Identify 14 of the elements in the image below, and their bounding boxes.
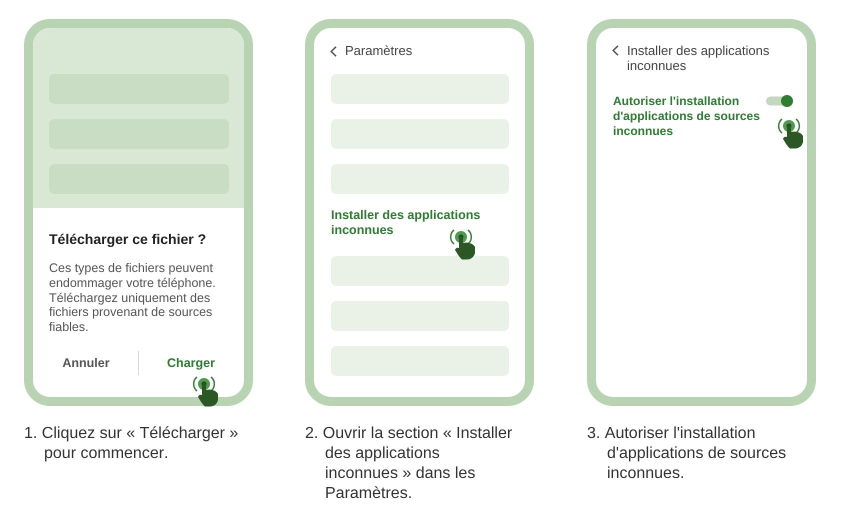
step-caption: 2. Ouvrir la section « Installer des applications inconnues » dans les Paramètres.	[305, 424, 514, 504]
phone-mockup	[305, 19, 534, 406]
setting-label: Autoriser l'installation d'applications de sources inconnues	[613, 94, 761, 139]
dialog-message: Ces types de fichiers peuvent endommager votre téléphone. Téléchargez uniquement des fichiers provenant de sources fiables.	[49, 261, 217, 335]
screen-title: Installer des applications inconnues	[627, 43, 770, 73]
cancel-button: Annuler	[54, 355, 118, 371]
step-caption: 3. Autoriser l'installation d'applications de sources inconnues.	[587, 424, 788, 484]
confirm-button: Charger	[159, 355, 223, 371]
phone-mockup	[24, 19, 253, 406]
step-caption: 1. Cliquez sur « Télécharger » pour commencer.	[24, 424, 240, 464]
dialog-title: Télécharger ce fichier ?	[49, 231, 208, 248]
menu-item: Installer des applications inconnues	[331, 208, 482, 238]
screen-title: Paramètres	[345, 43, 414, 58]
phone-mockup	[587, 19, 816, 406]
